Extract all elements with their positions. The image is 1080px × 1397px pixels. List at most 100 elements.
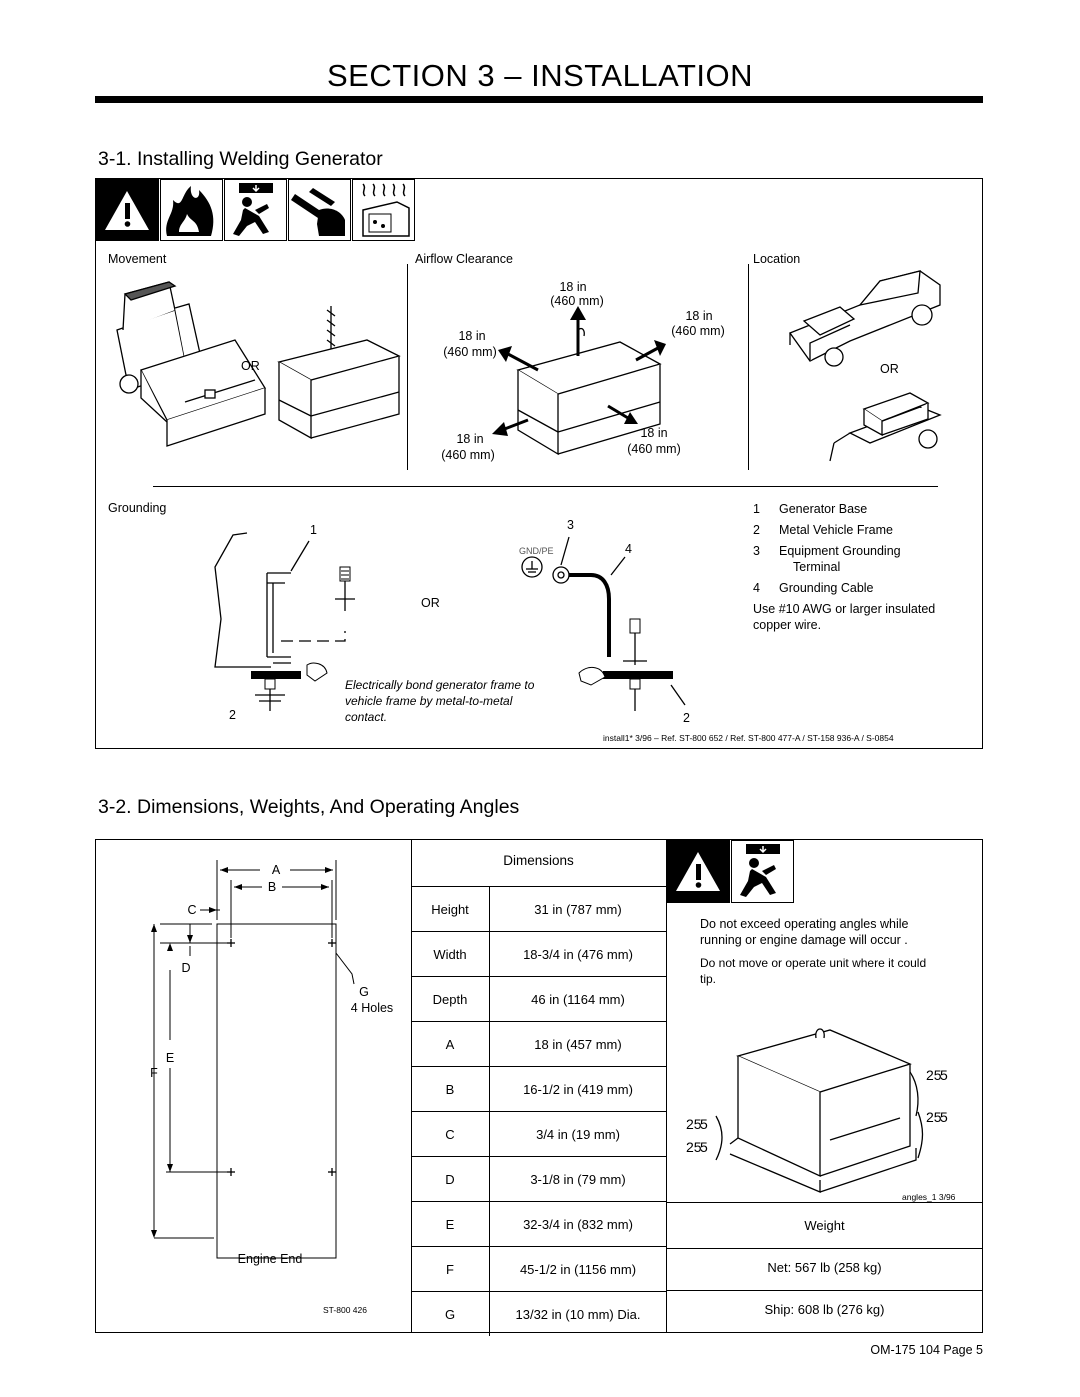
dim-value: 18 in (457 mm) (489, 1021, 666, 1067)
legend-text: Metal Vehicle Frame (779, 523, 893, 537)
callout-3: 3 (567, 518, 574, 532)
weight-header: Weight (804, 1218, 845, 1233)
warning-line: Do not move or operate unit where it cou… (700, 956, 927, 970)
dim-name: C (411, 1111, 490, 1157)
angles-ref: angles_1 3/96 (902, 1192, 956, 1202)
or-label: OR (241, 359, 260, 373)
warning-line: Do not exceed operating angles while (700, 917, 909, 931)
dim-name: B (411, 1066, 490, 1112)
legend-num: 2 (753, 523, 760, 537)
or-label: OR (421, 596, 440, 610)
column-divider (666, 840, 667, 1332)
warning-triangle-icon (667, 840, 730, 903)
dim-name: Depth (411, 976, 490, 1022)
clearance-label: 18 in (559, 280, 586, 294)
fire-hazard-icon (160, 179, 223, 241)
warning-triangle-icon (96, 179, 159, 241)
base-dimension-drawing: A B C D E F G 4 Holes Engine End ST-800 … (150, 860, 393, 1315)
weight-divider (666, 1248, 983, 1249)
section-3-1-title: 3-1. Installing Welding Generator (98, 148, 383, 170)
falling-equipment-icon (731, 840, 794, 903)
legend-text: Generator Base (779, 502, 868, 516)
divider (153, 486, 938, 487)
legend-num: 1 (753, 502, 760, 516)
legend-num: 3 (753, 544, 760, 558)
weight-net: Net: 567 lb (258 kg) (767, 1260, 882, 1275)
dim-value: 13/32 in (10 mm) Dia. (489, 1291, 666, 1336)
divider (407, 264, 408, 470)
section-3-2-title: 3-2. Dimensions, Weights, And Operating … (98, 796, 520, 818)
dim-name: F (411, 1246, 490, 1292)
divider (748, 264, 749, 470)
note-line: contact. (345, 710, 388, 724)
angle-degree: 5 (700, 1116, 708, 1132)
clearance-label: (460 mm) (550, 294, 603, 308)
warning-line: running or engine damage will occur . (700, 933, 908, 947)
page-title: SECTION 3 – INSTALLATION (326, 58, 753, 93)
grounding-label: Grounding (108, 501, 167, 515)
engine-end-label: Engine End (238, 1252, 303, 1266)
gnd-pe-label: GND/PE (519, 546, 554, 556)
weight-divider (666, 1202, 983, 1203)
angle-degree: 5 (940, 1109, 948, 1125)
dimensions-header: Dimensions (503, 853, 574, 868)
movement-illustration: OR (116, 281, 401, 447)
dim-name: A (411, 1021, 490, 1067)
dim-label-f: F (150, 1066, 158, 1080)
angle-label: 25 (686, 1139, 702, 1155)
dim-label-g: G (359, 985, 369, 999)
callout-4: 4 (625, 542, 632, 556)
legend-note: Use #10 AWG or larger insulated (753, 602, 936, 616)
dim-name: D (411, 1156, 490, 1202)
grounding-illustration: 1 2 OR 3 4 2 GND/PE (214, 518, 690, 725)
operating-angle-warning: Do not exceed operating angles while run… (700, 916, 975, 948)
clearance-label: (460 mm) (627, 442, 680, 456)
legend-text: Terminal (793, 560, 841, 574)
airflow-illustration: 18 in (460 mm) 18 in (460 mm) 18 in (460… (441, 280, 724, 462)
clearance-label: 18 in (458, 329, 485, 343)
legend-text: Equipment Grounding (779, 544, 901, 558)
installing-panel (95, 178, 983, 749)
hot-parts-icon (352, 179, 415, 241)
movement-label: Movement (108, 252, 167, 266)
clearance-label: (460 mm) (443, 345, 496, 359)
or-label: OR (880, 362, 899, 376)
note-line: Electrically bond generator frame to (345, 678, 535, 692)
dim-name: E (411, 1201, 490, 1247)
clearance-label: 18 in (640, 426, 667, 440)
location-illustration: OR (788, 270, 942, 462)
title-rule (95, 96, 983, 103)
legend-text: Grounding Cable (779, 581, 874, 595)
legend-num: 4 (753, 581, 760, 595)
dim-label-c: C (187, 903, 196, 917)
angle-degree: 5 (700, 1139, 708, 1155)
dim-name: Height (411, 886, 490, 932)
dim-label-a: A (272, 863, 281, 877)
callout-2b: 2 (683, 711, 690, 725)
dim-value: 32-3/4 in (832 mm) (489, 1201, 666, 1247)
dim-label-d: D (181, 961, 190, 975)
figure-ref: install1* 3/96 – Ref. ST-800 652 / Ref. … (603, 733, 894, 743)
dim-value: 46 in (1164 mm) (489, 976, 666, 1022)
crush-hazard-icon (288, 179, 351, 241)
weight-ship: Ship: 608 lb (276 kg) (764, 1302, 885, 1317)
airflow-label: Airflow Clearance (415, 252, 513, 266)
warning-line: tip. (700, 972, 717, 986)
dim-value: 3/4 in (19 mm) (489, 1111, 666, 1157)
page-footer: OM-175 104 Page 5 (870, 1343, 983, 1357)
dim-label-e: E (166, 1051, 174, 1065)
holes-label: 4 Holes (351, 1001, 393, 1015)
angle-label: 25 (926, 1109, 942, 1125)
location-label: Location (753, 252, 801, 266)
clearance-label: (460 mm) (671, 324, 724, 338)
dim-name: G (411, 1291, 490, 1336)
